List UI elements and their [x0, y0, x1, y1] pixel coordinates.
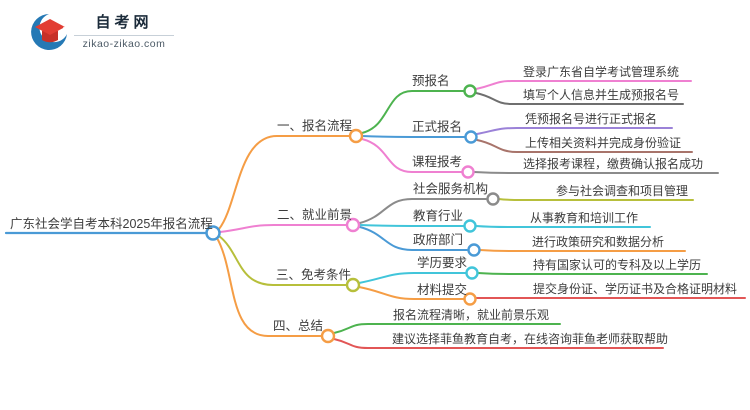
leaf-label[interactable]: 凭预报名号进行正式报名 — [525, 112, 658, 126]
connector-branch2-child3 — [359, 226, 468, 251]
connector-branch1 — [218, 135, 350, 230]
leaf-label[interactable]: 提交身份证、学历证书及合格证明材料 — [533, 282, 738, 296]
leaf-label[interactable]: 进行政策研究和数据分析 — [532, 235, 665, 249]
node-formal-register-label[interactable]: 正式报名 — [412, 120, 463, 134]
graduation-cap-icon — [31, 14, 68, 50]
connector-branch2 — [219, 224, 348, 233]
node-degree-req-label[interactable]: 学历要求 — [417, 256, 468, 270]
node-toggle-branch1[interactable] — [348, 128, 364, 144]
leaf-label[interactable]: 持有国家认可的专科及以上学历 — [533, 258, 702, 272]
node-toggle-degree-req[interactable] — [465, 266, 479, 280]
connector-branch1-child3 — [361, 138, 463, 173]
leaf-label[interactable]: 建议选择菲鱼教育自考，在线咨询菲鱼老师获取帮助 — [392, 332, 669, 346]
connector-leaf — [333, 338, 664, 349]
connector-leaf — [477, 272, 708, 275]
node-toggle-course-register[interactable] — [461, 165, 475, 179]
connector-leaf — [475, 92, 684, 105]
connector-branch1-child2 — [361, 135, 467, 138]
connector-branch1-child1 — [361, 90, 465, 134]
node-toggle-materials[interactable] — [463, 292, 477, 306]
node-toggle-formal-register[interactable] — [464, 130, 478, 144]
connector-leaf — [333, 323, 561, 334]
root-node-label[interactable]: 广东社会学自考本科2025年报名流程 — [10, 217, 213, 231]
node-toggle-branch2[interactable] — [345, 217, 361, 233]
node-toggle-social-service[interactable] — [486, 192, 500, 206]
branch4-label[interactable]: 四、总结 — [273, 319, 324, 333]
node-toggle-preregister[interactable] — [463, 84, 477, 98]
node-toggle-education[interactable] — [463, 219, 477, 233]
connector-branch3-child2 — [358, 286, 465, 300]
connector-branch4 — [216, 237, 322, 337]
site-name: 自考网 — [95, 14, 153, 31]
connector-branch3-child1 — [358, 272, 467, 284]
connector-branch3 — [218, 235, 347, 286]
leaf-label[interactable]: 填写个人信息并生成预报名号 — [523, 88, 680, 102]
node-government-label[interactable]: 政府部门 — [413, 233, 464, 247]
site-logo[interactable]: 自考网 zikao-zikao.com — [28, 9, 178, 55]
connector-leaf — [479, 249, 686, 252]
node-course-register-label[interactable]: 课程报考 — [412, 155, 463, 169]
logo-divider — [74, 35, 174, 36]
node-preregister-label[interactable]: 预报名 — [412, 74, 450, 88]
connector-branch2-child2 — [359, 224, 465, 227]
node-toggle-branch4[interactable] — [320, 328, 336, 344]
connector-leaf — [476, 139, 693, 153]
node-toggle-government[interactable] — [467, 243, 481, 257]
leaf-label[interactable]: 登录广东省自学考试管理系统 — [523, 65, 680, 79]
leaf-label[interactable]: 选择报考课程，缴费确认报名成功 — [523, 157, 704, 171]
node-social-service-label[interactable]: 社会服务机构 — [413, 182, 489, 196]
node-materials-label[interactable]: 材料提交 — [417, 283, 468, 297]
site-domain: zikao-zikao.com — [82, 38, 166, 50]
leaf-label[interactable]: 从事教育和培训工作 — [530, 211, 639, 225]
connector-leaf — [476, 127, 673, 135]
connector-leaf — [475, 225, 651, 228]
node-toggle-root[interactable] — [205, 225, 221, 241]
node-education-label[interactable]: 教育行业 — [413, 209, 464, 223]
node-toggle-branch3[interactable] — [345, 277, 361, 293]
connector-leaf — [498, 198, 694, 201]
branch1-label[interactable]: 一、报名流程 — [277, 119, 353, 133]
branch2-label[interactable]: 二、就业前景 — [277, 208, 353, 222]
connector-leaf — [475, 80, 692, 90]
connector-leaf — [473, 171, 719, 174]
leaf-label[interactable]: 参与社会调查和项目管理 — [556, 184, 689, 198]
connector-branch2-child1 — [359, 198, 487, 224]
leaf-label[interactable]: 上传相关资料并完成身份验证 — [525, 136, 682, 150]
branch3-label[interactable]: 三、免考条件 — [276, 268, 352, 282]
leaf-label[interactable]: 报名流程清晰，就业前景乐观 — [393, 308, 550, 322]
